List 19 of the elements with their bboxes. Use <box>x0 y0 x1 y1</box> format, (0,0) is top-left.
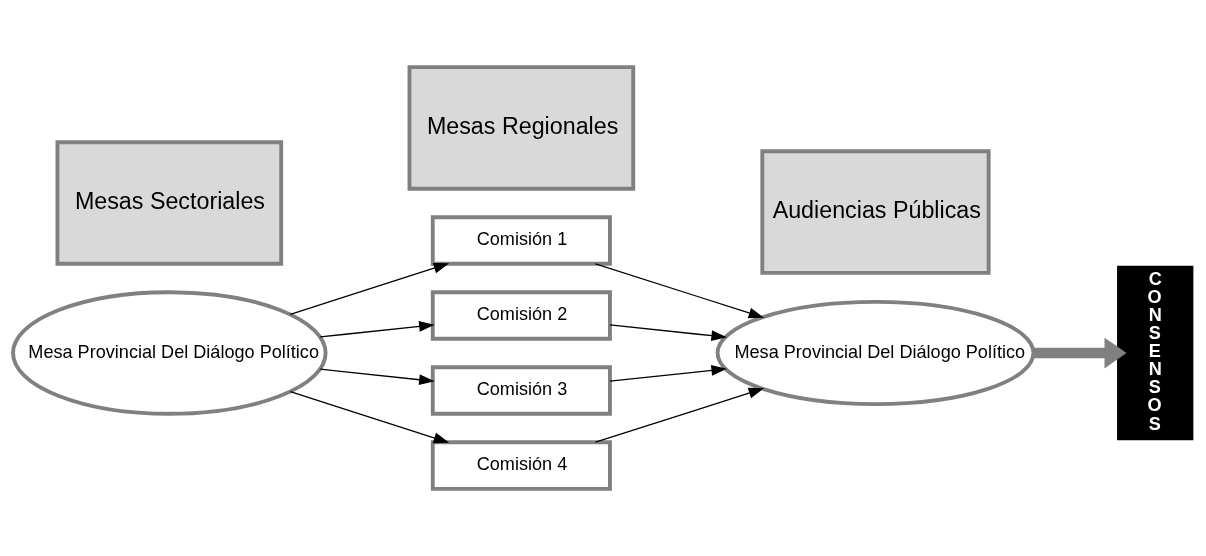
node-box: Comisión 1 <box>430 215 612 266</box>
node-ellipse: Mesa Provincial Del Diálogo Político <box>715 300 1036 407</box>
node-box: Comisión 2 <box>430 290 612 341</box>
arrow <box>289 262 450 316</box>
node-box: Comisión 3 <box>430 365 612 416</box>
arrow <box>609 324 727 342</box>
node-box: C O N S E N S O S <box>1117 265 1194 441</box>
node-ellipse: Mesa Provincial Del Diálogo Político <box>11 290 328 416</box>
arrow <box>594 263 765 319</box>
arrow <box>1034 337 1127 369</box>
arrow <box>319 368 435 386</box>
node-box: Comisión 4 <box>430 440 612 491</box>
arrow <box>609 364 727 382</box>
arrow <box>319 320 435 338</box>
node-box: Audiencias Públicas <box>760 149 991 275</box>
arrow <box>594 387 765 443</box>
node-box: Mesas Regionales <box>407 65 636 191</box>
arrow <box>289 390 450 444</box>
node-box: Mesas Sectoriales <box>55 140 284 266</box>
